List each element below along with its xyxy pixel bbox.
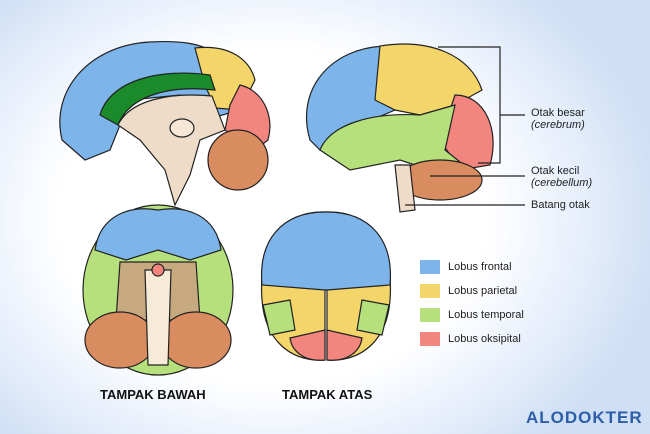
legend-item-oksipital: Lobus oksipital (420, 327, 524, 351)
brainstem-label: Batang otak (531, 199, 590, 211)
legend-item-frontal: Lobus frontal (420, 255, 524, 279)
cerebrum-label: Otak besar (531, 107, 585, 119)
caption-bottom-view: TAMPAK BAWAH (100, 387, 206, 402)
legend-item-parietal: Lobus parietal (420, 279, 524, 303)
legend-item-temporal: Lobus temporal (420, 303, 524, 327)
brain-top-view (260, 211, 392, 361)
label-cerebrum: Otak besar (cerebrum) (531, 107, 585, 131)
caption-top-view: TAMPAK ATAS (282, 387, 373, 402)
brain-lateral-view (305, 43, 494, 213)
label-leader-lines (405, 46, 525, 206)
label-cerebellum: Otak kecil (cerebellum) (531, 165, 592, 189)
legend-swatch (420, 332, 440, 346)
brain-sagittal-view (59, 40, 271, 207)
legend: Lobus frontal Lobus parietal Lobus tempo… (420, 255, 524, 351)
cerebellum-latin-label: (cerebellum) (531, 177, 593, 189)
legend-swatch (420, 260, 440, 274)
cerebellum-label: Otak kecil (531, 165, 580, 177)
legend-swatch (420, 308, 440, 322)
legend-label: Lobus parietal (448, 285, 518, 297)
legend-label: Lobus temporal (448, 309, 524, 321)
brand-logo: ALODOKTER (526, 408, 643, 427)
cerebrum-latin-label: (cerebrum) (531, 119, 585, 131)
legend-label: Lobus frontal (448, 261, 512, 273)
brain-bottom-view (82, 204, 234, 376)
legend-swatch (420, 284, 440, 298)
legend-label: Lobus oksipital (448, 333, 521, 345)
